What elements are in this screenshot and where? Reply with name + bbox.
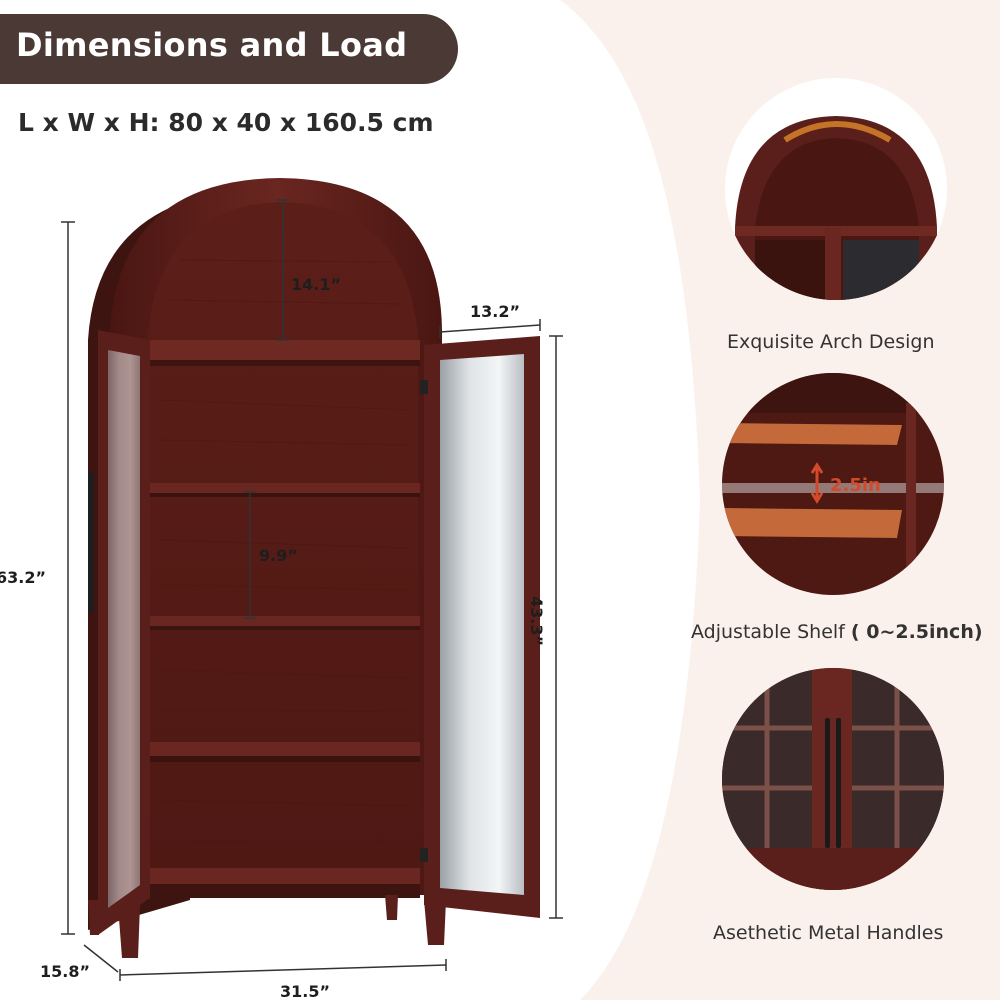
door-height-label: 43.3” bbox=[527, 596, 546, 646]
depth-top-label: 13.2” bbox=[470, 302, 520, 321]
title-badge: Dimensions and Load bbox=[0, 14, 458, 84]
arch-detail-image bbox=[725, 78, 947, 300]
overall-dimensions: L x W x H: 80 x 40 x 160.5 cm bbox=[18, 108, 434, 137]
left-door bbox=[88, 330, 150, 935]
shelf-caption: Adjustable Shelf ( 0~2.5inch) bbox=[691, 621, 983, 643]
handles-detail-image bbox=[722, 668, 944, 890]
shelf-badge-text: 2.5in bbox=[830, 475, 881, 496]
shelves bbox=[115, 483, 420, 898]
page-title: Dimensions and Load bbox=[16, 26, 408, 64]
depth-bottom-label: 15.8” bbox=[40, 962, 90, 981]
shelf-detail-image: 2.5in bbox=[722, 373, 944, 595]
legs bbox=[88, 895, 446, 958]
arch-caption: Exquisite Arch Design bbox=[727, 331, 935, 353]
shelf-caption-main: Adjustable Shelf bbox=[691, 621, 845, 643]
total-height-label: 63.2” bbox=[0, 568, 46, 587]
handles-caption: Asethetic Metal Handles bbox=[713, 922, 944, 944]
shelf-gap-label: 9.9” bbox=[259, 546, 298, 565]
shelf-caption-range: ( 0~2.5inch) bbox=[850, 621, 983, 643]
width-label: 31.5” bbox=[280, 982, 330, 1001]
arch-height-label: 14.1” bbox=[291, 275, 341, 294]
right-door bbox=[420, 336, 540, 918]
